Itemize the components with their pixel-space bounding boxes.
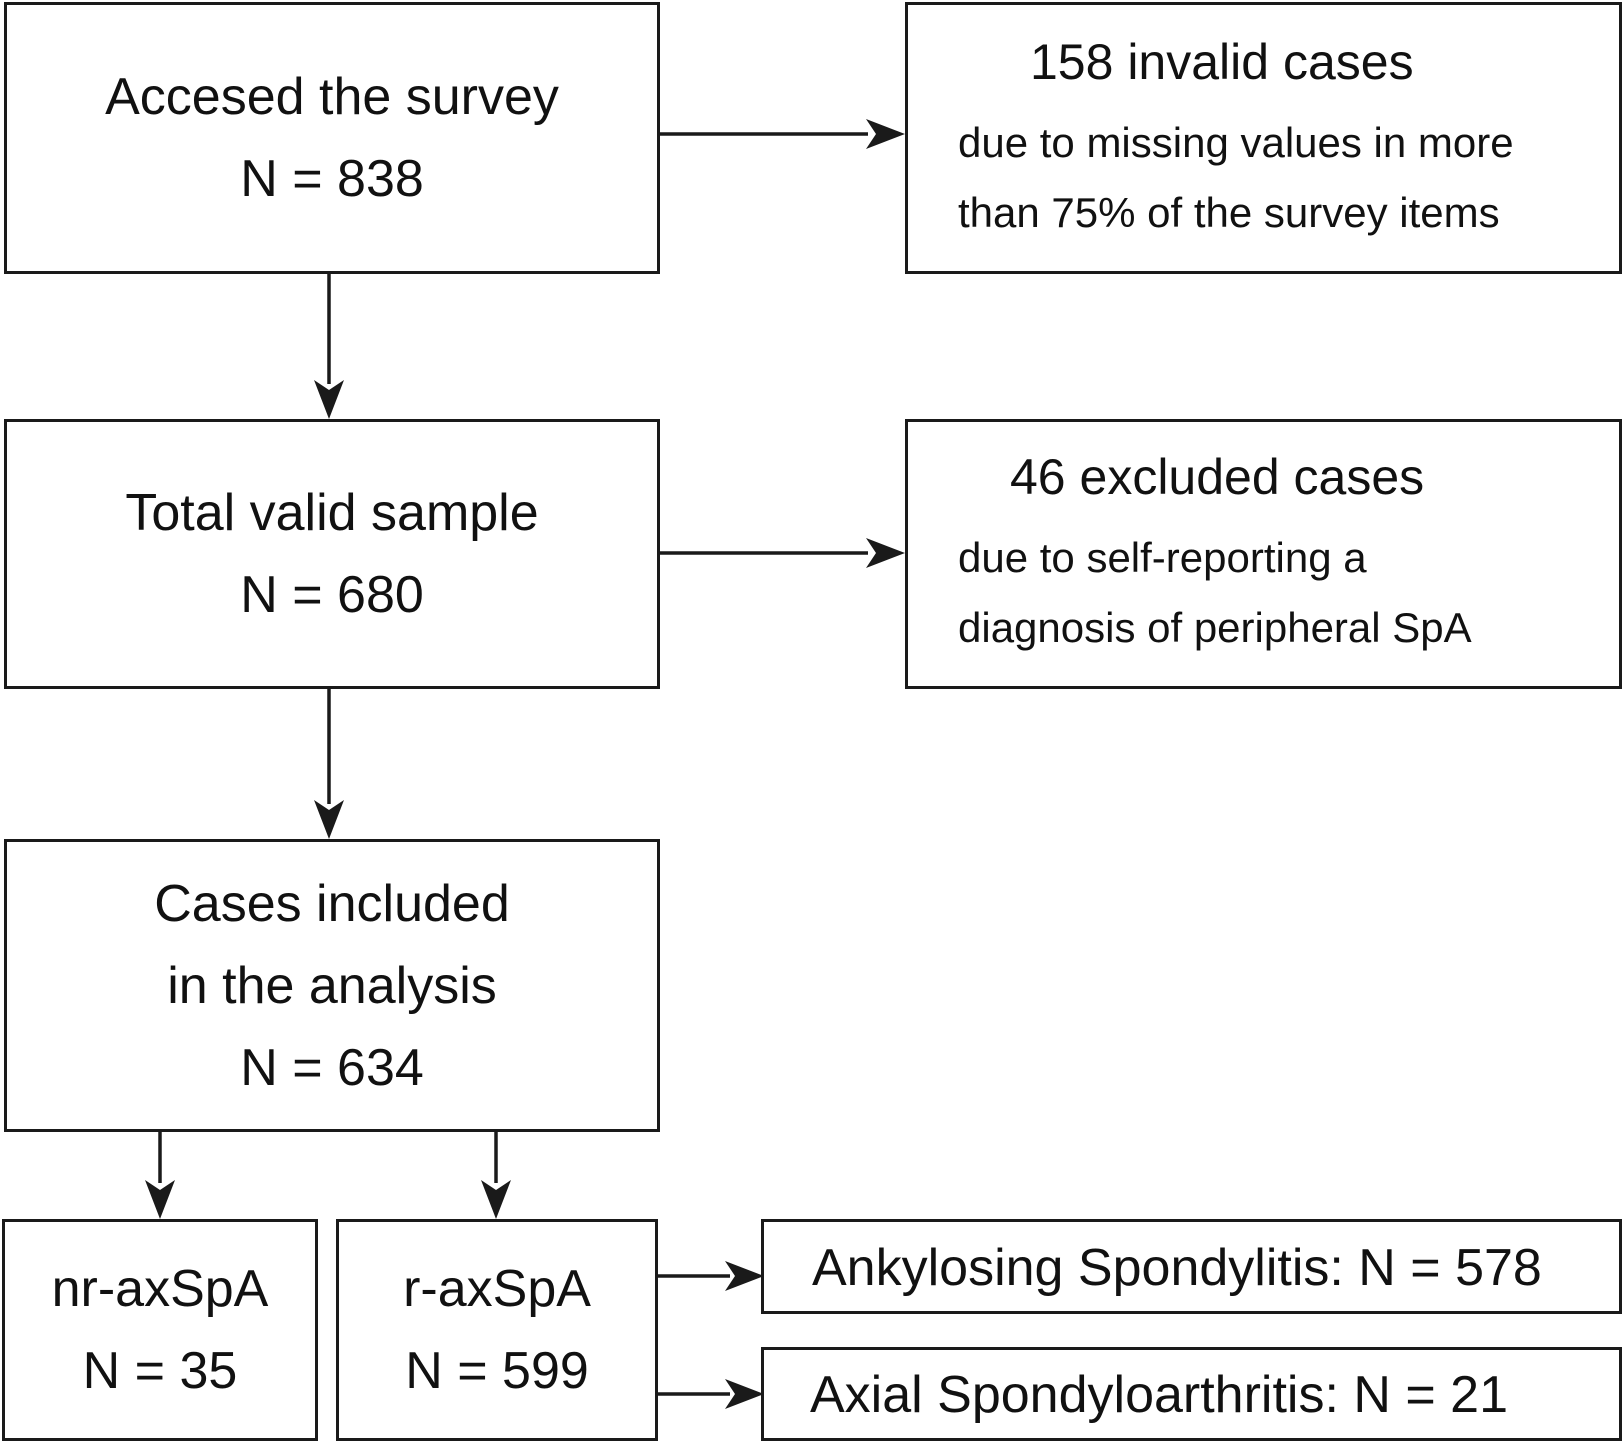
included-cases-count: N = 634 xyxy=(240,1038,424,1097)
arrow-r-axspa-to-axial xyxy=(658,1379,764,1409)
nr-axspa-count: N = 35 xyxy=(82,1342,238,1400)
axial-spondyloarthritis-label: Axial Spondyloarthritis: N = 21 xyxy=(810,1366,1509,1424)
axial-spondyloarthritis-box: Axial Spondyloarthritis: N = 21 xyxy=(761,1347,1622,1441)
arrow-included-to-r-axspa xyxy=(481,1132,511,1219)
nr-axspa-label: nr-axSpA xyxy=(51,1260,269,1318)
included-cases-label-line1: Cases included xyxy=(154,874,510,933)
invalid-cases-box: 158 invalid cases due to missing values … xyxy=(905,2,1622,274)
ankylosing-spondylitis-label: Ankylosing Spondylitis: N = 578 xyxy=(812,1239,1542,1297)
included-cases-box: Cases included in the analysis N = 634 xyxy=(4,839,660,1132)
accessed-survey-count: N = 838 xyxy=(240,150,424,208)
excluded-cases-box: 46 excluded cases due to self-reporting … xyxy=(905,419,1622,689)
r-axspa-box: r-axSpA N = 599 xyxy=(336,1219,658,1441)
arrow-valid-to-included xyxy=(314,689,344,839)
invalid-cases-reason-line2: than 75% of the survey items xyxy=(958,189,1500,236)
ankylosing-spondylitis-box: Ankylosing Spondylitis: N = 578 xyxy=(761,1219,1622,1314)
arrow-r-axspa-to-ankylosing xyxy=(658,1261,764,1291)
arrow-accessed-to-valid xyxy=(314,272,344,419)
excluded-cases-reason-line1: due to self-reporting a xyxy=(958,534,1367,581)
valid-sample-count: N = 680 xyxy=(240,566,424,624)
excluded-cases-title: 46 excluded cases xyxy=(1010,449,1425,505)
invalid-cases-reason-line1: due to missing values in more xyxy=(958,119,1514,166)
r-axspa-label: r-axSpA xyxy=(403,1260,591,1318)
nr-axspa-box: nr-axSpA N = 35 xyxy=(2,1219,318,1441)
arrow-valid-to-excluded xyxy=(658,538,905,568)
arrow-included-to-nr-axspa xyxy=(145,1132,175,1219)
included-cases-label-line2: in the analysis xyxy=(167,956,497,1015)
excluded-cases-reason-line2: diagnosis of peripheral SpA xyxy=(958,604,1472,651)
invalid-cases-title: 158 invalid cases xyxy=(1030,34,1414,90)
accessed-survey-label: Accesed the survey xyxy=(105,68,559,126)
r-axspa-count: N = 599 xyxy=(405,1342,589,1400)
arrow-accessed-to-invalid xyxy=(658,119,905,149)
valid-sample-box: Total valid sample N = 680 xyxy=(4,419,660,689)
accessed-survey-box: Accesed the survey N = 838 xyxy=(4,2,660,274)
valid-sample-label: Total valid sample xyxy=(125,484,539,542)
